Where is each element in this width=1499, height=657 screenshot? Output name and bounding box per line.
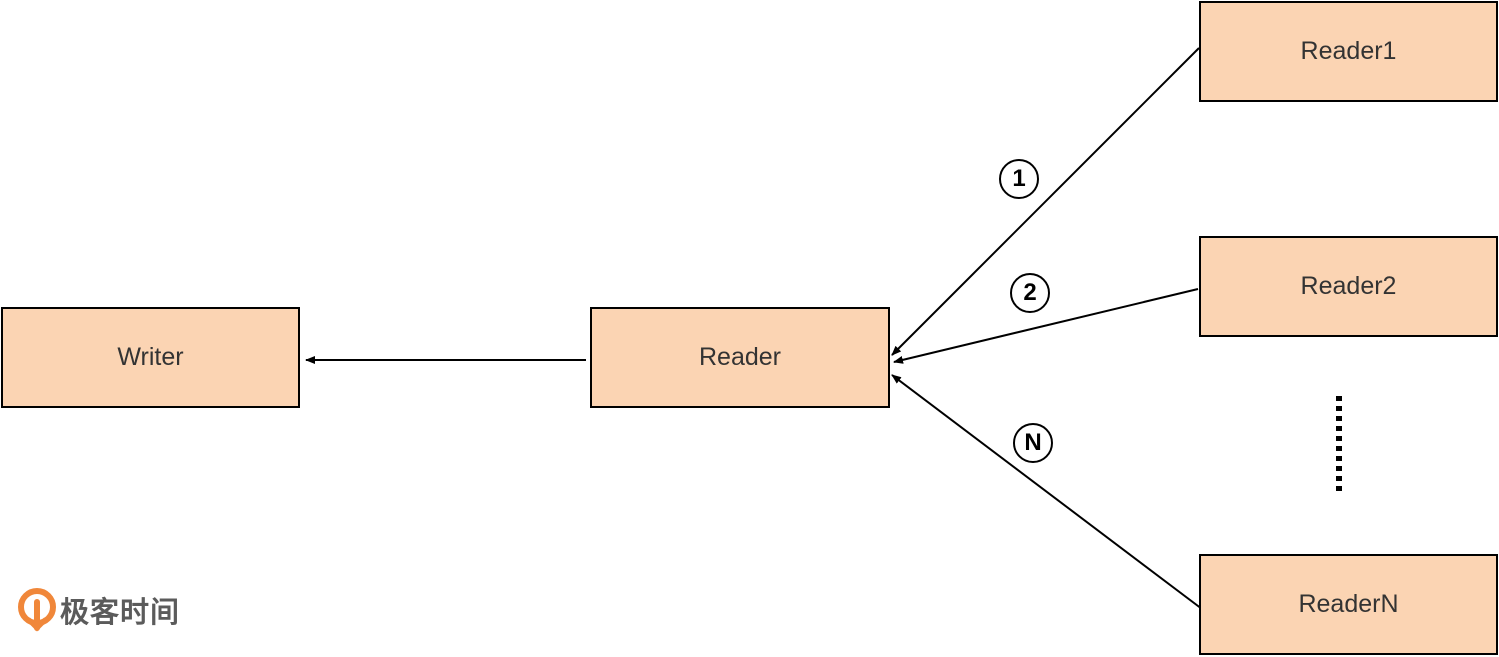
geektime-logo: 极客时间 bbox=[18, 588, 180, 632]
reader1-label: Reader1 bbox=[1300, 37, 1397, 65]
edge-badge-1-text: 1 bbox=[1012, 165, 1026, 192]
reader1-node: Reader1 bbox=[1199, 1, 1498, 102]
edge-badge-1: 1 bbox=[999, 159, 1039, 199]
edge-badge-2: 2 bbox=[1010, 273, 1050, 313]
reader2-node: Reader2 bbox=[1199, 236, 1498, 337]
edge-reader2-to-reader bbox=[893, 288, 1199, 364]
edge-reader1-to-reader bbox=[891, 47, 1200, 356]
writer-label: Writer bbox=[117, 343, 184, 371]
edge-badge-n-text: N bbox=[1024, 429, 1042, 456]
vertical-ellipsis bbox=[1336, 396, 1342, 496]
reader2-label: Reader2 bbox=[1300, 272, 1397, 300]
readerN-label: ReaderN bbox=[1298, 590, 1399, 618]
reader-label: Reader bbox=[699, 343, 781, 371]
reader-node: Reader bbox=[590, 307, 890, 408]
writer-node: Writer bbox=[1, 307, 300, 408]
logo-text: 极客时间 bbox=[60, 595, 181, 629]
edge-badge-2-text: 2 bbox=[1023, 279, 1037, 306]
readerN-node: ReaderN bbox=[1199, 554, 1498, 655]
edge-readerN-to-reader bbox=[891, 374, 1203, 610]
edge-badge-n: N bbox=[1013, 423, 1053, 463]
geektime-logo-icon bbox=[18, 588, 56, 632]
